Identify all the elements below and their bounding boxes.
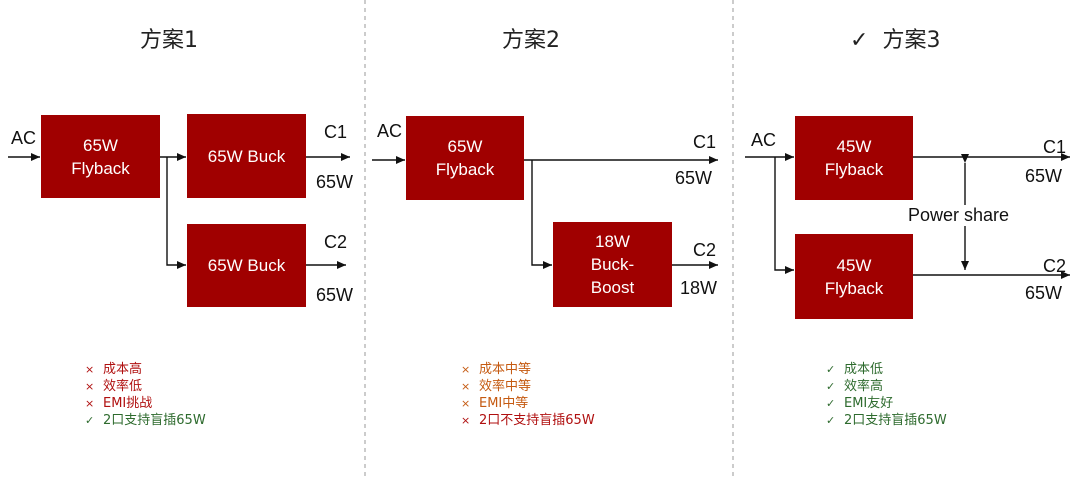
cross-icon: × bbox=[461, 380, 471, 393]
scheme2-c1-power: 65W bbox=[675, 168, 713, 188]
scheme3-c2-label: C2 bbox=[1043, 256, 1067, 276]
check-icon: ✓ bbox=[850, 28, 869, 53]
scheme1-ac-label: AC bbox=[11, 128, 37, 148]
list-item: ✓成本低 bbox=[826, 362, 884, 377]
scheme2-flyback-box: 65W Flyback bbox=[406, 116, 524, 200]
list-item: ✓2口支持盲插65W bbox=[826, 413, 947, 428]
cross-icon: × bbox=[461, 414, 471, 427]
list-item: ×EMI中等 bbox=[461, 396, 529, 411]
list-item: ×EMI挑战 bbox=[85, 396, 153, 411]
scheme1-title: 方案1 bbox=[140, 28, 198, 53]
list-item: ✓2口支持盲插65W bbox=[85, 413, 206, 428]
scheme3-c2-power: 65W bbox=[1025, 283, 1063, 303]
scheme2-c2-power: 18W bbox=[680, 278, 718, 298]
scheme3-c1-label: C1 bbox=[1043, 137, 1067, 157]
scheme3-flyback-box-2: 45W Flyback bbox=[795, 234, 913, 319]
scheme1-c1-label: C1 bbox=[324, 122, 348, 142]
scheme1-wires bbox=[8, 153, 350, 269]
scheme1-buck-box-2: 65W Buck bbox=[187, 224, 306, 307]
scheme1-c1-power: 65W bbox=[316, 172, 354, 192]
cross-icon: × bbox=[461, 397, 471, 410]
scheme1-c2-power: 65W bbox=[316, 285, 354, 305]
list-item: ×成本中等 bbox=[461, 362, 532, 377]
scheme3-wires bbox=[745, 153, 1070, 279]
scheme3-flyback-box-1: 45W Flyback bbox=[795, 116, 913, 200]
scheme2-c2-label: C2 bbox=[693, 240, 717, 260]
scheme3-title-text: 方案3 bbox=[882, 28, 941, 53]
cross-icon: × bbox=[85, 397, 95, 410]
check-icon: ✓ bbox=[85, 414, 95, 427]
cross-icon: × bbox=[461, 363, 471, 376]
scheme3-notes: ✓成本低 ✓效率高 ✓EMI友好 ✓2口支持盲插65W bbox=[826, 361, 947, 429]
list-item: ×成本高 bbox=[85, 362, 143, 377]
list-item: ×2口不支持盲插65W bbox=[461, 413, 595, 428]
scheme1-notes: ×成本高 ×效率低 ×EMI挑战 ✓2口支持盲插65W bbox=[85, 361, 206, 429]
scheme1-flyback-box: 65W Flyback bbox=[41, 115, 160, 198]
scheme1-buck-box-1: 65W Buck bbox=[187, 114, 306, 198]
check-icon: ✓ bbox=[826, 414, 836, 427]
scheme2-title: 方案2 bbox=[502, 28, 560, 53]
list-item: ✓EMI友好 bbox=[826, 396, 894, 411]
power-share-label: Power share bbox=[906, 205, 1012, 226]
check-icon: ✓ bbox=[826, 397, 836, 410]
scheme2-c1-label: C1 bbox=[693, 132, 717, 152]
list-item: ×效率低 bbox=[85, 379, 143, 394]
list-item: ×效率中等 bbox=[461, 379, 532, 394]
scheme2-wires bbox=[372, 156, 718, 269]
scheme2-notes: ×成本中等 ×效率中等 ×EMI中等 ×2口不支持盲插65W bbox=[461, 361, 595, 429]
check-icon: ✓ bbox=[826, 363, 836, 376]
scheme3-c1-power: 65W bbox=[1025, 166, 1063, 186]
scheme3-title: ✓ 方案3 bbox=[850, 22, 940, 54]
list-item: ✓效率高 bbox=[826, 379, 884, 394]
scheme2-ac-label: AC bbox=[377, 121, 403, 141]
check-icon: ✓ bbox=[826, 380, 836, 393]
scheme1-c2-label: C2 bbox=[324, 232, 348, 252]
scheme3-ac-label: AC bbox=[751, 130, 777, 150]
cross-icon: × bbox=[85, 380, 95, 393]
scheme2-buckboost-box: 18W Buck- Boost bbox=[553, 222, 672, 307]
cross-icon: × bbox=[85, 363, 95, 376]
